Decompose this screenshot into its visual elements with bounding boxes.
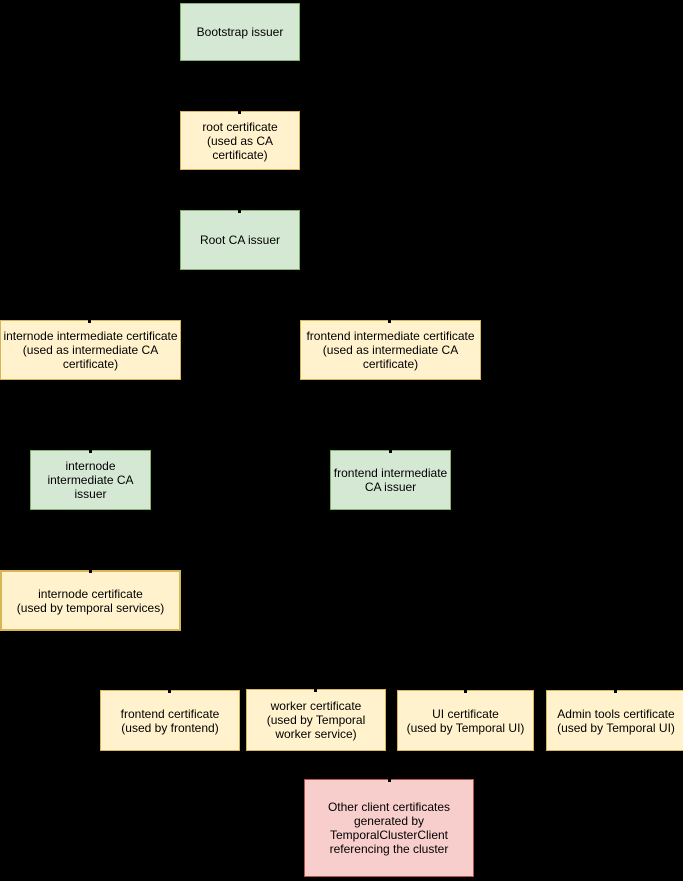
node-internode-intermediate-ca-issuer-label: internode intermediate CA issuer <box>47 459 134 501</box>
arrowhead-tip-icon <box>388 776 391 782</box>
node-worker-certificate-label: worker certificate (used by Temporal wor… <box>266 699 366 741</box>
arrowhead-tip-icon <box>314 686 317 692</box>
arrowhead-tip-icon <box>238 207 241 213</box>
node-other-client-certificates-label: Other client certificates generated by T… <box>327 800 451 856</box>
arrowhead-tip-icon <box>464 687 467 693</box>
node-root-certificate: root certificate (used as CA certificate… <box>180 111 300 170</box>
node-root-ca-issuer-label: Root CA issuer <box>199 233 281 247</box>
arrowhead-tip-icon <box>89 447 92 453</box>
node-admin-tools-certificate: Admin tools certificate (used by Tempora… <box>546 690 683 751</box>
node-frontend-certificate: frontend certificate (used by frontend) <box>100 690 240 751</box>
node-ui-certificate-label: UI certificate (used by Temporal UI) <box>406 706 525 735</box>
node-internode-intermediate-certificate: internode intermediate certificate (used… <box>0 320 181 380</box>
arrowhead-tip-icon <box>89 567 92 573</box>
arrowhead-tip-icon <box>388 317 391 323</box>
node-frontend-certificate-label: frontend certificate (used by frontend) <box>120 706 220 735</box>
node-frontend-intermediate-ca-issuer-label: frontend intermediate CA issuer <box>333 466 448 494</box>
node-admin-tools-certificate-label: Admin tools certificate (used by Tempora… <box>557 706 675 735</box>
node-worker-certificate: worker certificate (used by Temporal wor… <box>246 689 386 751</box>
arrowhead-tip-icon <box>168 687 171 693</box>
node-frontend-intermediate-ca-issuer: frontend intermediate CA issuer <box>330 450 451 510</box>
node-internode-certificate: internode certificate (used by temporal … <box>0 570 181 631</box>
node-internode-intermediate-ca-issuer: internode intermediate CA issuer <box>30 450 151 510</box>
node-bootstrap-issuer: Bootstrap issuer <box>180 3 300 61</box>
arrowhead-tip-icon <box>88 317 91 323</box>
node-root-ca-issuer: Root CA issuer <box>180 210 300 270</box>
arrowhead-tip-icon <box>238 108 241 114</box>
arrowhead-tip-icon <box>614 687 617 693</box>
node-root-certificate-label: root certificate (used as CA certificate… <box>202 119 278 162</box>
node-ui-certificate: UI certificate (used by Temporal UI) <box>397 690 534 751</box>
node-other-client-certificates: Other client certificates generated by T… <box>304 779 474 877</box>
node-frontend-intermediate-certificate-label: frontend intermediate certificate (used … <box>306 329 475 371</box>
node-internode-intermediate-certificate-label: internode intermediate certificate (used… <box>3 329 178 371</box>
node-frontend-intermediate-certificate: frontend intermediate certificate (used … <box>300 320 481 380</box>
arrowhead-tip-icon <box>389 447 392 453</box>
node-internode-certificate-label: internode certificate (used by temporal … <box>16 586 165 615</box>
node-bootstrap-issuer-label: Bootstrap issuer <box>196 25 284 39</box>
